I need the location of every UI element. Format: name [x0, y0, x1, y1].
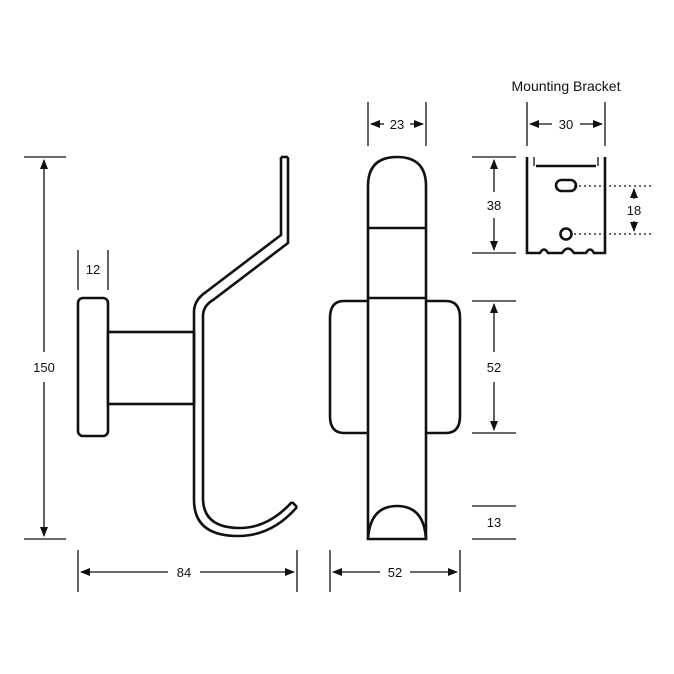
dim-tip-height-label: 13 [487, 515, 501, 530]
dim-hole-spacing: 18 [622, 188, 646, 232]
dim-total-height-label: 150 [33, 360, 55, 375]
dim-hole-spacing-label: 18 [627, 203, 641, 218]
front-body-tip [366, 504, 428, 540]
dim-total-depth-label: 84 [177, 565, 191, 580]
dim-base-width-label: 52 [388, 565, 402, 580]
dim-base-height: 52 [472, 300, 516, 434]
dim-rose-thickness: 12 [77, 250, 109, 290]
dim-body-width-label: 23 [390, 117, 404, 132]
dim-body-width: 23 [367, 102, 427, 146]
bracket-view [525, 157, 652, 255]
bracket-upper-slot [554, 178, 578, 193]
dim-base-height-label: 52 [487, 360, 501, 375]
side-wall-rose [76, 296, 110, 438]
dim-bracket-width: 30 [526, 102, 606, 146]
dim-bracket-width-label: 30 [559, 117, 573, 132]
side-hook-inner [201, 157, 293, 530]
front-body [366, 155, 428, 541]
dim-bracket-height: 38 [472, 156, 516, 254]
side-hook [192, 157, 298, 538]
dim-total-depth: 84 [77, 550, 298, 592]
bracket-lower-hole [559, 227, 573, 241]
side-hook-end [291, 501, 298, 508]
side-neck [106, 330, 196, 406]
front-view [328, 155, 462, 541]
side-view [76, 155, 298, 538]
dim-bracket-height-label: 38 [487, 198, 501, 213]
bracket-outline [525, 157, 607, 255]
dim-tip-height: 13 [472, 505, 516, 540]
dim-base-width: 52 [329, 550, 461, 592]
bracket-title: Mounting Bracket [512, 78, 621, 94]
dim-total-height: 150 [24, 156, 66, 540]
dim-rose-thickness-label: 12 [86, 262, 100, 277]
